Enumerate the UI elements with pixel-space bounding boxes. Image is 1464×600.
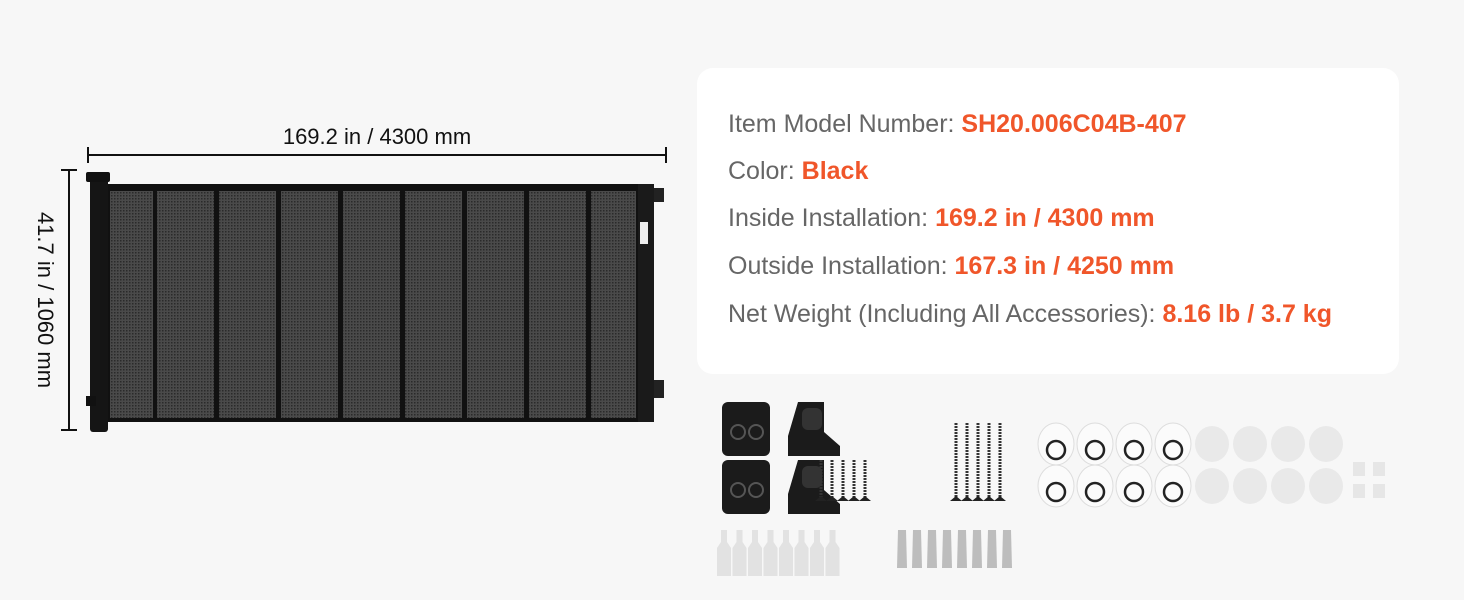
- spec-value: SH20.006C04B-407: [961, 110, 1187, 138]
- adhesive-pad: [1195, 468, 1229, 504]
- clip: [1373, 462, 1385, 476]
- spec-value: 167.3 in / 4250 mm: [954, 252, 1175, 280]
- adhesive-pad: [1271, 468, 1305, 504]
- wall-anchor-white: [779, 530, 793, 576]
- spec-value: 169.2 in / 4300 mm: [935, 204, 1155, 232]
- accessories: [717, 402, 1385, 576]
- adhesive-pad: [1233, 468, 1267, 504]
- mesh-panel: [529, 191, 586, 418]
- mesh-panel: [281, 191, 338, 418]
- safety-gate: [86, 172, 664, 432]
- spec-value: 8.16 lb / 3.7 kg: [1162, 300, 1332, 328]
- spec-label: Inside Installation:: [728, 204, 936, 232]
- wall-anchor-gray: [927, 530, 937, 568]
- adhesive-pad: [1271, 426, 1305, 462]
- wall-anchor-gray: [987, 530, 997, 568]
- mesh-panel: [405, 191, 462, 418]
- mesh-panel: [591, 191, 636, 418]
- gate-handle-bar: [638, 184, 654, 422]
- width-dimension-label: 169.2 in / 4300 mm: [282, 124, 472, 149]
- mounting-plate: [722, 402, 770, 456]
- gate-post: [90, 176, 108, 432]
- mesh-panel: [467, 191, 524, 418]
- adhesive-pad: [1309, 468, 1343, 504]
- clip: [1373, 484, 1385, 498]
- spec-model-number: Item Model Number: SH20.006C04B-407: [728, 110, 1187, 139]
- spec-outside-installation: Outside Installation: 167.3 in / 4250 mm: [728, 252, 1174, 281]
- spec-net-weight: Net Weight (Including All Accessories): …: [728, 300, 1332, 329]
- wall-anchor-white: [794, 530, 809, 576]
- wall-anchor-gray: [897, 530, 907, 568]
- mounting-plate: [722, 460, 770, 514]
- spec-inside-installation: Inside Installation: 169.2 in / 4300 mm: [728, 204, 1155, 233]
- width-dimension-line: [87, 147, 667, 163]
- wall-anchor-white: [732, 530, 747, 576]
- spec-label: Item Model Number:: [728, 110, 962, 138]
- wall-anchor-white: [810, 530, 824, 576]
- wall-anchor-gray: [942, 530, 952, 568]
- clip: [1353, 484, 1365, 498]
- clip: [1353, 462, 1365, 476]
- spec-value: Black: [801, 157, 869, 185]
- mesh-panel: [343, 191, 400, 418]
- height-dimension-line: [61, 169, 77, 431]
- adhesive-pad: [1195, 426, 1229, 462]
- spec-label: Net Weight (Including All Accessories):: [728, 300, 1163, 328]
- mesh-panel: [110, 191, 153, 418]
- spec-label: Color:: [728, 157, 802, 185]
- spec-card: Item Model Number: SH20.006C04B-407 Colo…: [697, 68, 1399, 374]
- wall-anchor-gray: [1002, 530, 1012, 568]
- mesh-panel: [219, 191, 276, 418]
- wall-anchor-gray: [972, 530, 982, 568]
- adhesive-pad: [1309, 426, 1343, 462]
- adhesive-pad: [1233, 426, 1267, 462]
- wall-anchor-white: [748, 530, 762, 576]
- spec-label: Outside Installation:: [728, 252, 955, 280]
- wall-anchor-white: [763, 530, 778, 576]
- wall-anchor-white: [717, 530, 731, 576]
- mesh-panel: [157, 191, 214, 418]
- wall-anchor-gray: [912, 530, 922, 568]
- spec-color: Color: Black: [728, 157, 868, 186]
- height-dimension-label: 41.7 in / 1060 mm: [33, 211, 58, 389]
- wall-anchor-white: [825, 530, 840, 576]
- wall-anchor-gray: [957, 530, 967, 568]
